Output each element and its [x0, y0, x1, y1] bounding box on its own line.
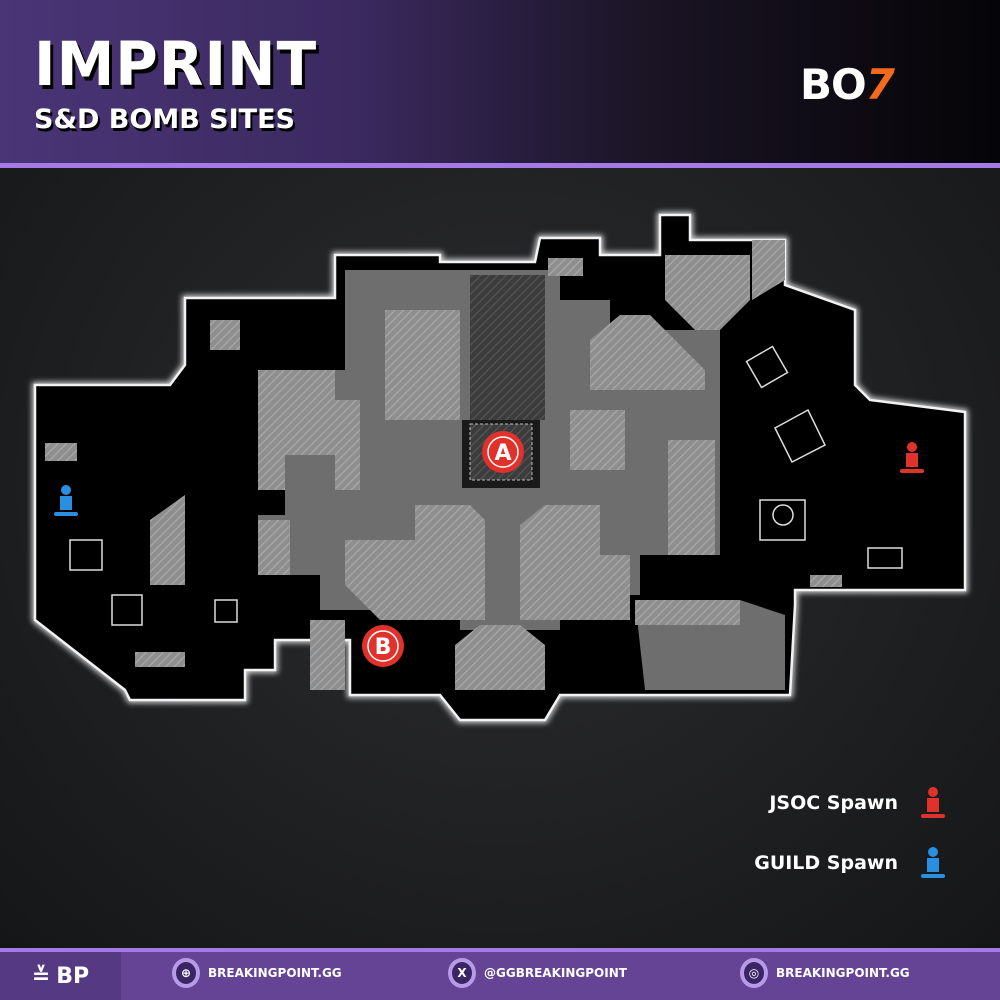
website-label: BREAKINGPOINT.GG: [208, 966, 342, 980]
guild-spawn-icon: [54, 485, 78, 516]
x-icon: X: [452, 962, 472, 984]
bomb-site-b[interactable]: B: [362, 625, 404, 667]
brand-text: BP: [56, 963, 90, 989]
bp-logo-icon: ≚: [31, 963, 51, 989]
logo-main: BO: [800, 60, 867, 109]
game-logo: BO7: [800, 60, 895, 109]
instagram-label: BREAKINGPOINT.GG: [776, 966, 910, 980]
header-divider: [0, 163, 1000, 168]
site-b-label: B: [375, 635, 392, 660]
map-area: A B JSOC Spawn GUILD Spawn: [0, 168, 1000, 948]
footer: [0, 948, 1000, 1000]
header: IMPRINT S&D BOMB SITES BO7: [0, 0, 1000, 163]
legend-jsoc-label: JSOC Spawn: [769, 792, 898, 814]
logo-accent: 7: [865, 60, 895, 109]
spawn-blue-icon: [921, 847, 945, 878]
instagram-icon: ◎: [744, 962, 764, 984]
spawn-red-icon: [921, 787, 945, 818]
legend-jsoc: JSOC Spawn: [769, 786, 946, 820]
legend-guild-label: GUILD Spawn: [754, 852, 898, 874]
twitter-link[interactable]: X @GGBREAKINGPOINT: [448, 958, 627, 988]
map-title: IMPRINT: [34, 28, 318, 100]
bomb-site-a[interactable]: A: [482, 431, 524, 473]
map-subtitle: S&D BOMB SITES: [34, 104, 295, 135]
map-svg: A B: [32, 212, 968, 723]
footer-divider: [0, 948, 1000, 952]
site-a-label: A: [494, 441, 511, 466]
brand-logo[interactable]: ≚BP: [0, 952, 121, 1000]
jsoc-spawn-icon: [900, 442, 924, 473]
instagram-link[interactable]: ◎ BREAKINGPOINT.GG: [740, 958, 910, 988]
legend-guild: GUILD Spawn: [754, 846, 946, 880]
website-link[interactable]: ⊕ BREAKINGPOINT.GG: [172, 958, 342, 988]
map-details: [69, 345, 903, 626]
twitter-label: @GGBREAKINGPOINT: [484, 966, 627, 980]
globe-icon: ⊕: [176, 962, 196, 984]
